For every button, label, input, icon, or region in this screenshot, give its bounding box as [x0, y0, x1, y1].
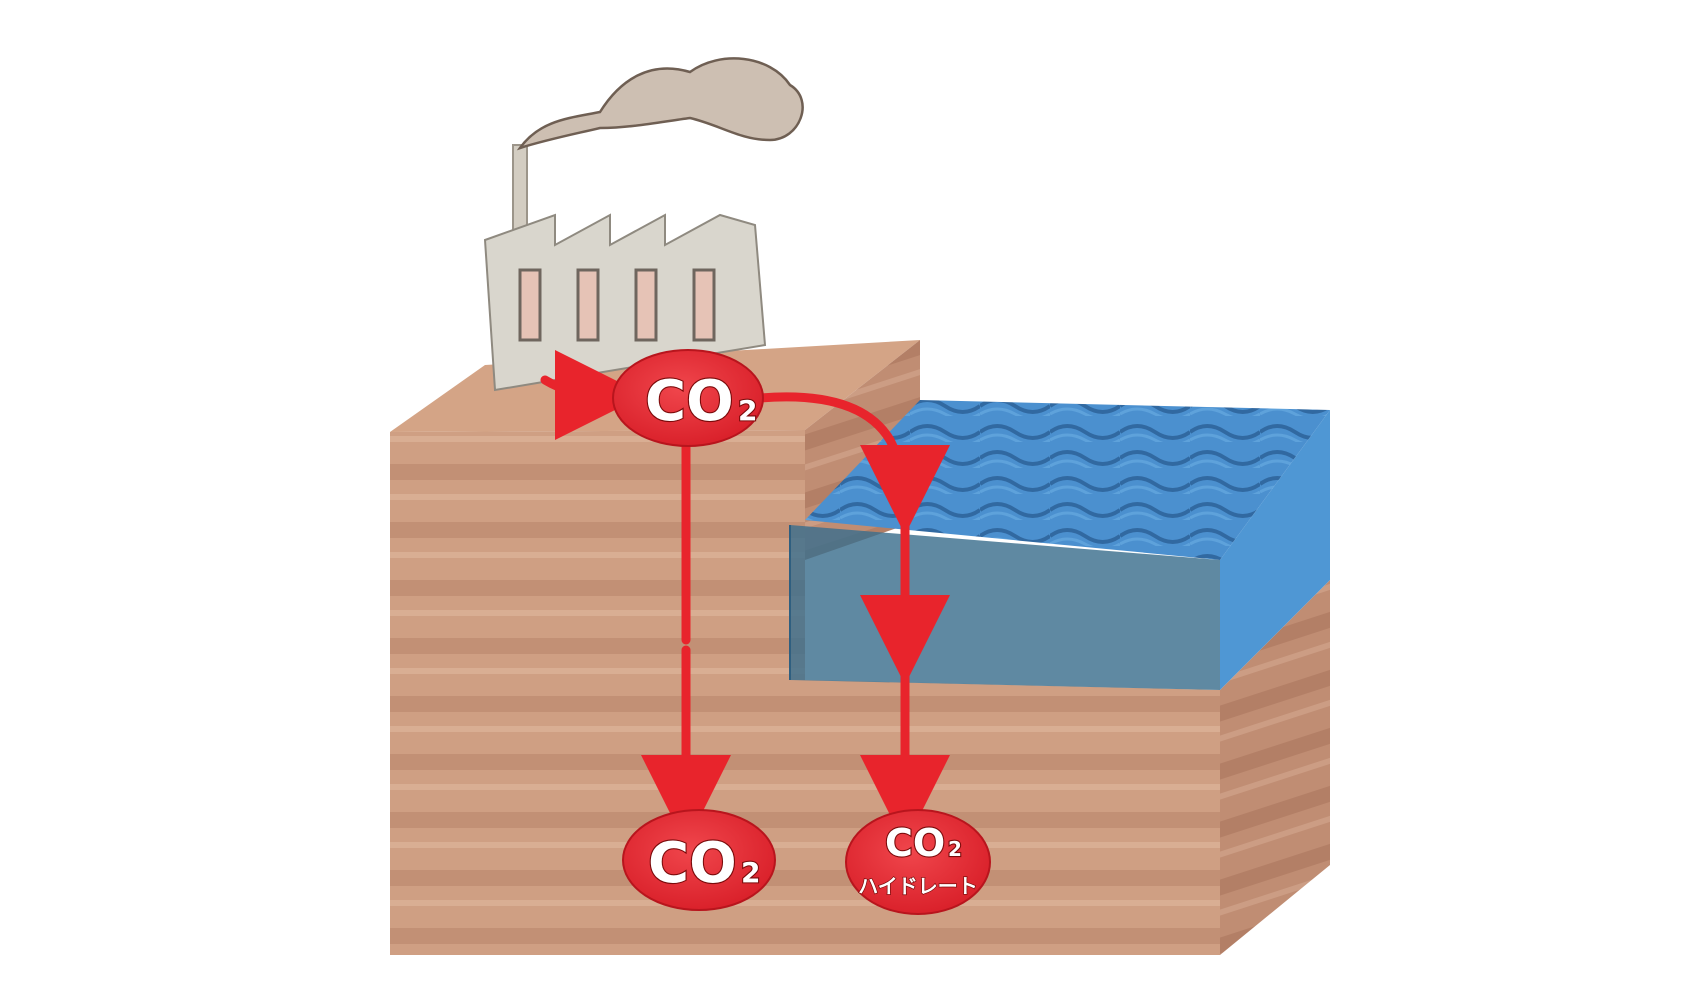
co2-source-blob: CO 2	[612, 349, 764, 447]
factory-window	[692, 268, 716, 342]
factory-icon	[483, 144, 767, 392]
seabed-front-face	[805, 680, 1220, 955]
co2-source-label: CO	[645, 369, 734, 434]
hydrate-text: ハイドレート	[858, 874, 978, 898]
co2-arrows	[540, 349, 950, 845]
co2-to-sea-arrow	[755, 392, 950, 535]
co2-hydrate-blob: CO 2 ハイドレート	[845, 809, 991, 915]
co2-source-subscript: 2	[738, 394, 757, 427]
co2-ground-blob: CO 2	[622, 809, 776, 911]
factory-window	[634, 268, 658, 342]
seabed-side-face	[1220, 580, 1330, 955]
co2-ground-subscript: 2	[741, 856, 760, 889]
factory-window	[518, 268, 542, 342]
factory-to-co2-arrow	[540, 349, 645, 440]
co2-hydrate-subscript: 2	[948, 837, 962, 861]
smoke-icon	[516, 57, 804, 151]
factory-window	[576, 268, 600, 342]
co2-hydrate-label: CO	[885, 821, 945, 865]
sea-side-face	[1220, 410, 1330, 690]
co2-ground-label: CO	[648, 831, 737, 896]
